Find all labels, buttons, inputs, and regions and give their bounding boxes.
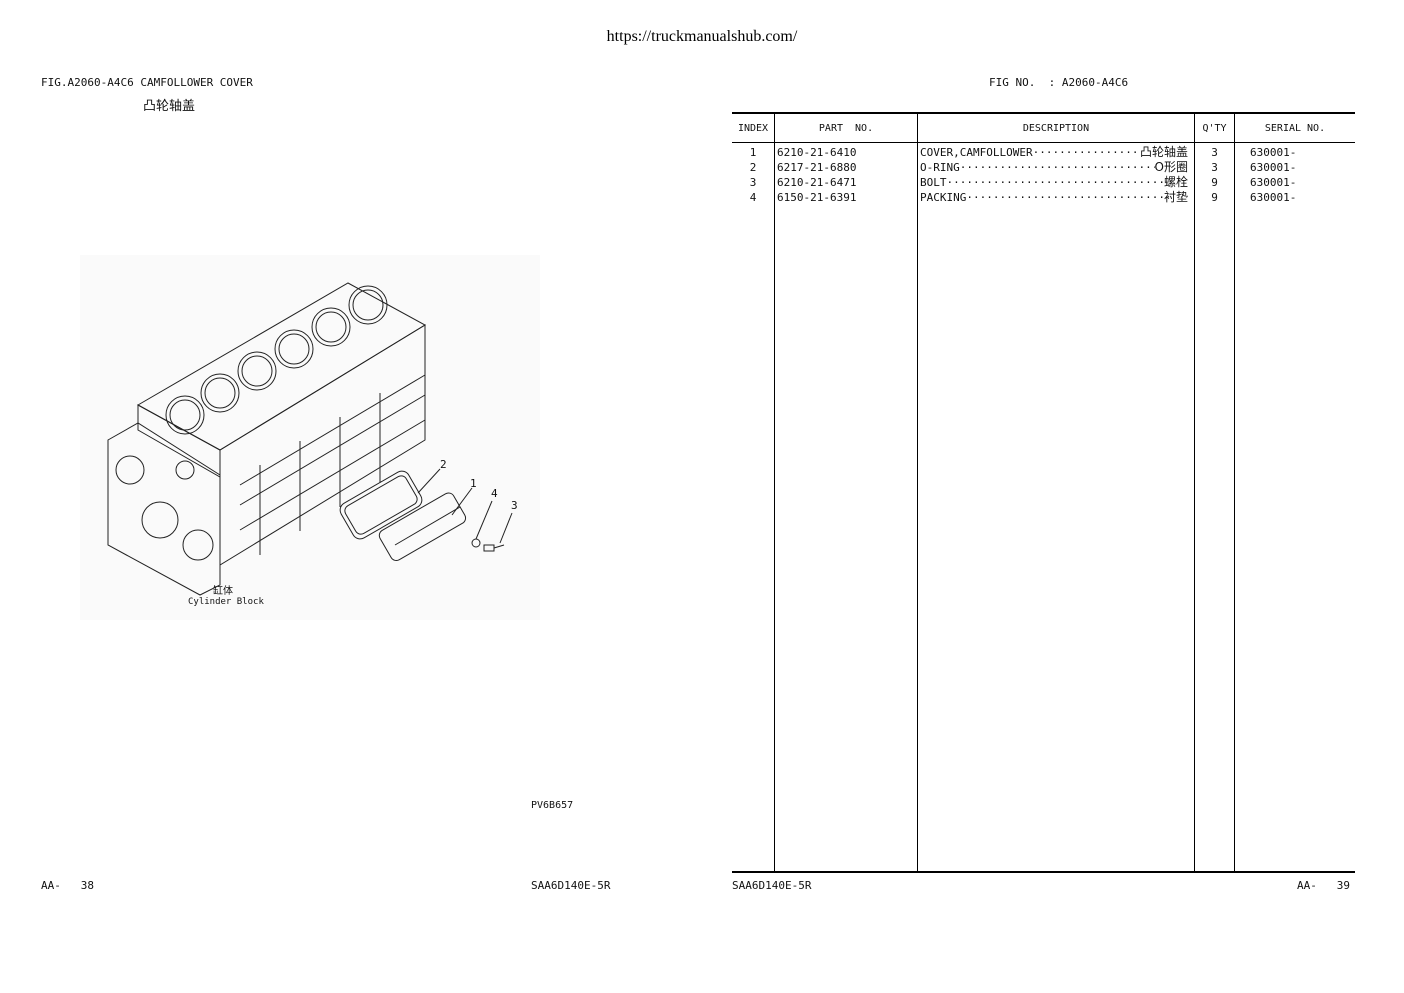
row-desc-cn: 螺栓	[1163, 175, 1188, 189]
right-page-number: AA- 39	[1297, 879, 1350, 892]
row-qty: 9	[1211, 191, 1218, 204]
row-desc-cn: O形圈	[1154, 160, 1188, 174]
row-part-no: 6150-21-6391	[777, 191, 857, 204]
cylinder-block-illustration	[107, 282, 513, 596]
callout-3: 3	[511, 499, 518, 512]
col-divider	[917, 112, 918, 872]
row-desc-en: O-RING	[920, 161, 960, 174]
table-bottom-rule	[732, 871, 1355, 873]
fig-title: FIG.A2060-A4C6 CAMFOLLOWER COVER	[41, 76, 253, 89]
col-divider	[774, 112, 775, 872]
left-footer-model: SAA6D140E-5R	[531, 879, 611, 892]
callout-2: 2	[440, 458, 447, 471]
row-qty: 9	[1211, 176, 1218, 189]
row-qty: 3	[1211, 161, 1218, 174]
row-desc-en: PACKING	[920, 191, 967, 204]
row-index: 1	[749, 146, 757, 159]
row-desc-en: BOLT	[920, 176, 947, 189]
left-page-number: AA- 38	[41, 879, 94, 892]
callout-4: 4	[491, 487, 498, 500]
row-description: COVER,CAMFOLLOWER ······················…	[920, 145, 1188, 160]
callout-1: 1	[470, 477, 477, 490]
block-label-cn: 缸体	[213, 586, 233, 597]
col-header-index: INDEX	[737, 123, 769, 134]
row-part-no: 6210-21-6471	[777, 176, 857, 189]
col-header-description: DESCRIPTION	[1022, 123, 1090, 134]
block-label-en: Cylinder Block	[188, 597, 264, 607]
row-desc-cn: 凸轮轴盖	[1139, 145, 1188, 159]
row-index: 2	[749, 161, 757, 174]
source-url[interactable]: https://truckmanualshub.com/	[606, 28, 798, 45]
row-serial: 630001-	[1250, 146, 1297, 159]
leader-dots: ········································…	[966, 191, 1164, 204]
fig-title-cn: 凸轮轴盖	[143, 99, 196, 114]
row-desc-cn: 衬垫	[1163, 190, 1188, 204]
right-footer-model: SAA6D140E-5R	[732, 879, 812, 892]
row-part-no: 6210-21-6410	[777, 146, 857, 159]
row-description: PACKING ································…	[920, 190, 1188, 205]
table-header-rule	[732, 142, 1355, 143]
row-part-no: 6217-21-6880	[777, 161, 857, 174]
leader-dots: ········································…	[946, 176, 1164, 189]
col-header-qty: Q'TY	[1202, 123, 1227, 134]
leader-dots: ········································…	[959, 161, 1155, 174]
row-serial: 630001-	[1250, 161, 1297, 174]
col-divider	[1234, 112, 1235, 872]
fig-number: FIG NO. : A2060-A4C6	[989, 76, 1129, 89]
row-serial: 630001-	[1250, 191, 1297, 204]
row-index: 3	[749, 176, 757, 189]
row-qty: 3	[1211, 146, 1218, 159]
col-header-part-no: PART NO.	[818, 123, 874, 134]
col-divider	[1194, 112, 1195, 872]
drawing-code: PV6B657	[531, 800, 574, 811]
engine-drawing	[80, 255, 540, 620]
row-description: O-RING ·································…	[920, 160, 1188, 175]
table-top-rule	[732, 112, 1355, 114]
leader-dots: ········································…	[1032, 146, 1140, 159]
col-header-serial: SERIAL NO.	[1264, 123, 1326, 134]
row-serial: 630001-	[1250, 176, 1297, 189]
row-desc-en: COVER,CAMFOLLOWER	[920, 146, 1033, 159]
row-description: BOLT ···································…	[920, 175, 1188, 190]
row-index: 4	[749, 191, 757, 204]
